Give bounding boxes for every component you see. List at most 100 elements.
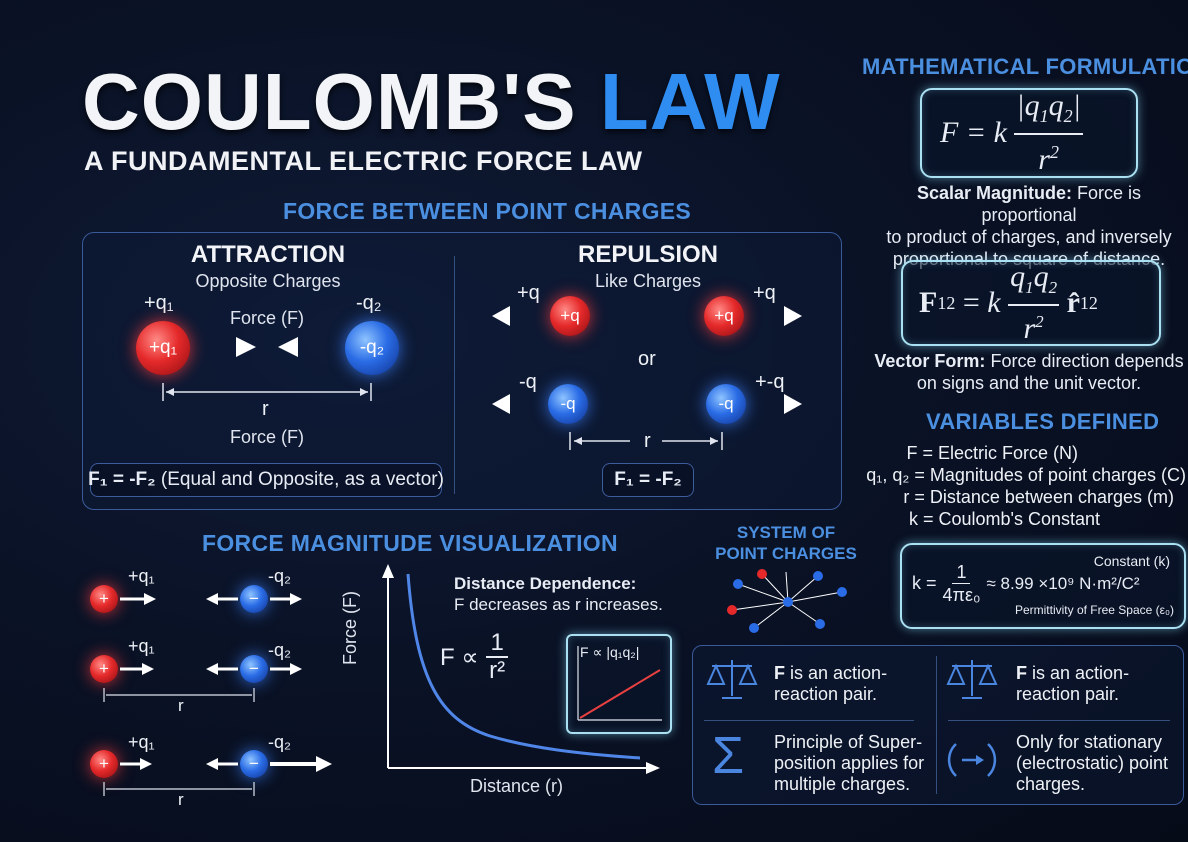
- force-line: [737, 583, 789, 603]
- arrowhead: [278, 337, 298, 357]
- scalar-text-2: to product of charges, and inversely: [886, 227, 1172, 247]
- distance-dependence-text: F decreases as r increases.: [454, 595, 663, 614]
- arrowhead: [206, 758, 218, 770]
- attraction-arrows: [162, 337, 372, 401]
- ball-label: −: [249, 659, 259, 678]
- arrowhead: [290, 593, 302, 605]
- attraction-title: ATTRACTION: [190, 241, 346, 268]
- attraction-label-left: +q₁: [144, 292, 174, 314]
- vector-description: Vector Form: Force direction depends on …: [870, 350, 1188, 394]
- attraction-force-top: Force (F): [230, 308, 304, 328]
- arrowhead: [206, 663, 218, 675]
- proportional-lhs: F ∝: [440, 643, 479, 671]
- row-q2-label: -q₂: [268, 732, 291, 752]
- fact-bold: F: [774, 663, 785, 683]
- row-distance-label: r: [178, 790, 184, 809]
- positive-charge-ball: +q: [550, 296, 590, 336]
- or-label: or: [638, 348, 656, 370]
- x-axis-label: Distance (r): [470, 776, 564, 796]
- positive-charge-ball: +: [90, 655, 118, 683]
- fraction-denominator: r²: [489, 657, 506, 684]
- scalar-description: Scalar Magnitude: Force is proportional …: [870, 182, 1188, 270]
- ball-label: +: [99, 754, 109, 773]
- fraction: 1 r²: [486, 630, 508, 684]
- constant-k: k =: [912, 573, 937, 593]
- formula-numerator: |q1q2|: [1014, 89, 1083, 135]
- negative-charge-ball: -q: [548, 384, 588, 424]
- system-title: SYSTEM OF POINT CHARGES: [714, 522, 858, 564]
- fact-text: Only for stationary (electrostatic) poin…: [1016, 732, 1168, 795]
- arrowhead: [236, 337, 256, 357]
- negative-charge-ball: −: [240, 750, 268, 778]
- force-distance-graph: [382, 564, 660, 774]
- inset-linear-line: [579, 669, 661, 719]
- row-q1-label: +q₁: [128, 566, 155, 586]
- negative-charge: [837, 587, 847, 597]
- inset-plot: [577, 646, 662, 721]
- attraction-equation: F₁ = -F₂ (Equal and Opposite, as a vecto…: [88, 463, 444, 497]
- fraction-numerator: 1: [486, 630, 508, 658]
- system-diagram: [727, 569, 847, 633]
- vector-text-1: Force direction depends: [990, 351, 1184, 371]
- y-axis-text: Force (F): [340, 591, 360, 665]
- repulsion-title: REPULSION: [577, 241, 718, 268]
- constant-value: ≈ 8.99 ×10⁹ N·m²/C²: [986, 573, 1140, 593]
- positive-charge: [757, 569, 767, 579]
- force-line: [787, 591, 843, 603]
- magnitude-rows: +q₁ -q₂ + − +q₁ -q₂ + − r +q₁ -q₂ + − r: [86, 560, 376, 820]
- ball-label: +q₁: [148, 337, 178, 358]
- scalar-bold: Scalar Magnitude:: [916, 183, 1072, 203]
- y-axis-label: Force (F): [340, 591, 361, 665]
- scalar-text-1: Force is proportional: [981, 183, 1142, 225]
- math-heading: MATHEMATICAL FORMULATION: [862, 54, 1188, 79]
- arrowhead: [646, 762, 660, 774]
- arrowhead: [206, 593, 218, 605]
- page-subtitle: A FUNDAMENTAL ELECTRIC FORCE LAW: [84, 146, 643, 176]
- fact-line: (electrostatic) point: [1016, 753, 1169, 773]
- repulsion-label: +q: [753, 282, 776, 304]
- negative-charge-ball: -q₂: [345, 321, 399, 375]
- scalar-formula: F = k |q1q2| r2: [920, 88, 1138, 178]
- fact-line: Only for stationary: [1016, 732, 1163, 752]
- positive-charge-ball: +q: [704, 296, 744, 336]
- ball-label: +: [99, 589, 109, 608]
- title-main: COULOMB'S: [82, 57, 577, 146]
- ball-label: -q: [718, 394, 734, 413]
- variables-heading: VARIABLES DEFINED: [926, 409, 1160, 434]
- ball-label: -q: [560, 394, 576, 413]
- equation-text: (Equal and Opposite, as a vector): [160, 469, 444, 490]
- negative-charge: [813, 571, 823, 581]
- arrowhead: [784, 306, 802, 326]
- fact-bold: F: [1016, 663, 1027, 683]
- ball-label: −: [249, 589, 259, 608]
- negative-charge-ball: −: [240, 655, 268, 683]
- inverse-square-curve: [406, 573, 641, 760]
- repulsion-distance-label: r: [644, 430, 651, 452]
- formula-denominator: r2: [1023, 312, 1044, 345]
- fact-line: reaction pair.: [774, 684, 878, 704]
- variable-item: k = Coulomb's Constant: [908, 509, 1100, 529]
- facts-divider: [948, 720, 1170, 721]
- ball-label: +q: [560, 306, 580, 325]
- constant-fraction: 1 4πε₀: [943, 561, 981, 606]
- positive-charge: [727, 605, 737, 615]
- negative-charge-ball: -q: [706, 384, 746, 424]
- arrowhead: [574, 437, 582, 445]
- variable-item: F = Electric Force (N): [906, 443, 1078, 463]
- distance-dependence: Distance Dependence: F decreases as r in…: [454, 573, 663, 615]
- negative-charge: [749, 623, 759, 633]
- balance-scale-icon: [706, 660, 758, 699]
- constant-formula: k = 1 4πε₀ ≈ 8.99 ×10⁹ N·m²/C²: [912, 561, 1140, 606]
- positive-charge-ball: +: [90, 750, 118, 778]
- fact-line: Principle of Super-: [774, 732, 923, 752]
- constant-box: Constant (k) k = 1 4πε₀ ≈ 8.99 ×10⁹ N·m²…: [900, 543, 1186, 629]
- positive-charge-ball: +: [90, 585, 118, 613]
- repulsion-arrows: [492, 306, 802, 450]
- magnitude-arrows: [103, 593, 332, 796]
- force-line: [731, 601, 789, 611]
- page-title: COULOMB'S LAW: [82, 62, 781, 142]
- fact-line: is an action-: [790, 663, 888, 683]
- variable-item: r = Distance between charges (m): [903, 487, 1174, 507]
